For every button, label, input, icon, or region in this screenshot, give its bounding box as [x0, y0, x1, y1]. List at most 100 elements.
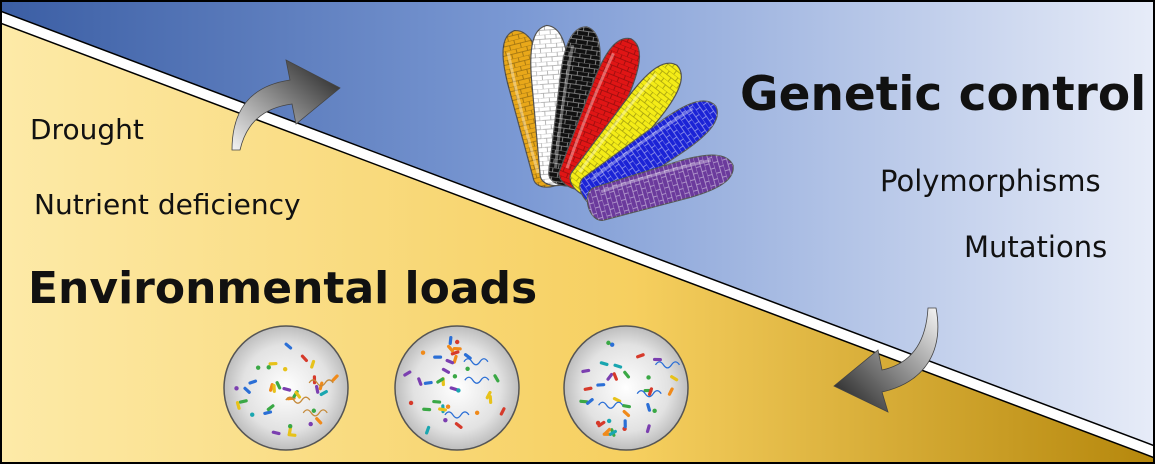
- microbe: [235, 401, 241, 410]
- microbe: [331, 374, 339, 382]
- microbe: [485, 390, 492, 400]
- drought-label: Drought: [30, 113, 144, 146]
- microbe: [422, 407, 432, 412]
- corn-ear: [579, 100, 718, 208]
- microbe: [272, 383, 276, 393]
- environmental-loads-title: Environmental loads: [28, 263, 537, 314]
- microbe: [271, 430, 281, 436]
- microbe: [315, 384, 320, 394]
- divider-edge-bottom: [0, 22, 1155, 459]
- microbe: [432, 399, 442, 404]
- microbe: [319, 390, 328, 397]
- microbe: [463, 358, 489, 366]
- microbe: [599, 361, 609, 367]
- microbe: [243, 386, 251, 394]
- microbe: [623, 370, 631, 379]
- microbe: [275, 381, 282, 390]
- microbe: [652, 408, 657, 414]
- diagonal-divider: [0, 11, 1155, 458]
- microbe: [454, 339, 460, 345]
- microbe: [654, 361, 681, 369]
- microbe: [652, 357, 662, 362]
- microbe: [266, 365, 271, 370]
- polymorphisms-label: Polymorphisms: [880, 164, 1101, 198]
- microbe: [579, 399, 589, 404]
- lower-curved-arrow: [833, 307, 939, 413]
- petri-dish: [563, 325, 689, 451]
- microbe: [645, 424, 651, 434]
- microbe: [445, 404, 451, 409]
- petri-dish: [394, 325, 520, 451]
- microbe: [417, 377, 423, 386]
- nutrient-deficiency-label: Nutrient deficiency: [34, 188, 301, 221]
- microbe: [311, 408, 317, 413]
- microbe: [493, 374, 500, 383]
- microbe: [622, 409, 631, 418]
- microbe: [452, 374, 458, 379]
- microbe: [448, 335, 453, 345]
- microbe: [612, 397, 622, 403]
- microbe: [454, 422, 463, 429]
- microbe: [636, 353, 645, 359]
- microbe: [284, 342, 293, 350]
- microbe: [586, 398, 594, 405]
- microbe: [425, 425, 431, 435]
- microbe: [623, 419, 627, 429]
- microbe: [403, 370, 412, 377]
- microbe: [285, 396, 311, 404]
- microbe: [310, 359, 316, 369]
- microbe: [315, 417, 323, 425]
- microbe: [268, 361, 278, 366]
- microbe: [452, 346, 462, 351]
- microbe: [598, 401, 624, 409]
- microbe: [255, 365, 261, 370]
- microbe: [282, 386, 292, 392]
- microbe: [606, 372, 614, 381]
- microbe: [441, 367, 451, 374]
- corn-ear: [558, 37, 641, 190]
- microbe: [647, 387, 654, 396]
- microbe: [282, 366, 288, 372]
- microbe: [646, 375, 651, 380]
- microbe: [581, 368, 591, 374]
- genetic-control-title: Genetic control: [740, 67, 1146, 122]
- microbe: [613, 363, 623, 369]
- microbe: [408, 400, 414, 406]
- microbe: [646, 402, 652, 412]
- microbe: [263, 410, 273, 415]
- microbe: [463, 353, 472, 360]
- microbe: [636, 390, 662, 398]
- microbe: [433, 355, 443, 359]
- microbe: [597, 420, 606, 428]
- microbe: [308, 421, 313, 427]
- petri-dish: [223, 325, 349, 451]
- microbe: [456, 388, 461, 393]
- microbe: [606, 418, 612, 424]
- microbe: [488, 394, 493, 404]
- microbe: [266, 404, 275, 412]
- microbe: [464, 376, 490, 384]
- corn-ear: [569, 62, 682, 198]
- microbe: [420, 350, 426, 355]
- microbe: [294, 390, 302, 399]
- microbe: [465, 366, 470, 371]
- microbe: [446, 344, 455, 353]
- microbe: [287, 424, 293, 429]
- microbe: [300, 354, 308, 363]
- microbe-dishes: [223, 325, 689, 451]
- microbe: [423, 380, 433, 385]
- mutations-label: Mutations: [964, 230, 1107, 264]
- microbe: [452, 354, 458, 364]
- corn-ear: [586, 154, 734, 221]
- microbe: [667, 387, 674, 396]
- microbe: [445, 358, 455, 365]
- microbe: [287, 433, 297, 437]
- microbe: [474, 410, 480, 416]
- divider-edge-top: [0, 10, 1155, 447]
- microbe: [449, 386, 459, 392]
- microbe: [596, 383, 606, 387]
- microbe: [308, 379, 334, 387]
